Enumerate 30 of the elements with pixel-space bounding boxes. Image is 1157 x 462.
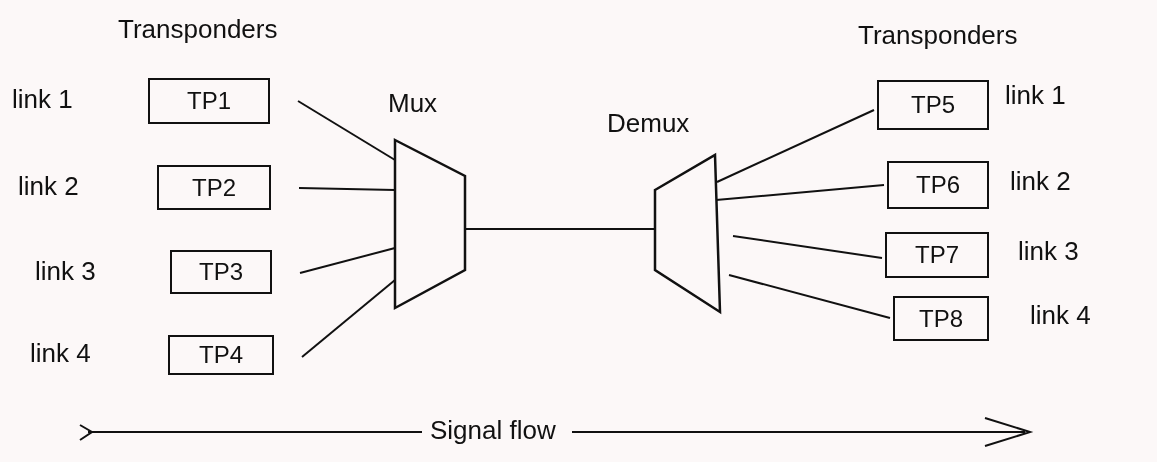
connector-line [298, 187, 396, 191]
link-label: link 3 [1018, 236, 1079, 267]
connector-line [299, 247, 396, 274]
transponder-box: TP6 [887, 161, 989, 209]
transponder-box: TP3 [170, 250, 272, 294]
connector-line [297, 100, 396, 161]
link-label: link 1 [12, 84, 73, 115]
connector-line [301, 279, 396, 358]
transponder-box: TP5 [877, 80, 989, 130]
column-heading: Transponders [118, 14, 278, 45]
transponder-box: TP4 [168, 335, 274, 375]
transponder-box: TP2 [157, 165, 271, 210]
link-label: link 4 [30, 338, 91, 369]
connector-line [464, 228, 656, 230]
mux-label: Mux [388, 88, 438, 119]
transponder-box: TP1 [148, 78, 270, 124]
signal-flow-label: Signal flow [430, 415, 556, 446]
link-label: link 4 [1030, 300, 1091, 331]
link-label: link 2 [18, 171, 79, 202]
connector-line [728, 274, 891, 319]
link-label: link 3 [35, 256, 96, 287]
connector-line [732, 235, 883, 259]
link-label: link 2 [1010, 166, 1071, 197]
connector-line [716, 109, 875, 183]
connector-line [715, 184, 885, 201]
link-label: link 1 [1005, 80, 1066, 111]
column-heading: Transponders [858, 20, 1018, 51]
demux-label: Demux [607, 108, 690, 139]
transponder-box: TP8 [893, 296, 989, 341]
transponder-box: TP7 [885, 232, 989, 278]
